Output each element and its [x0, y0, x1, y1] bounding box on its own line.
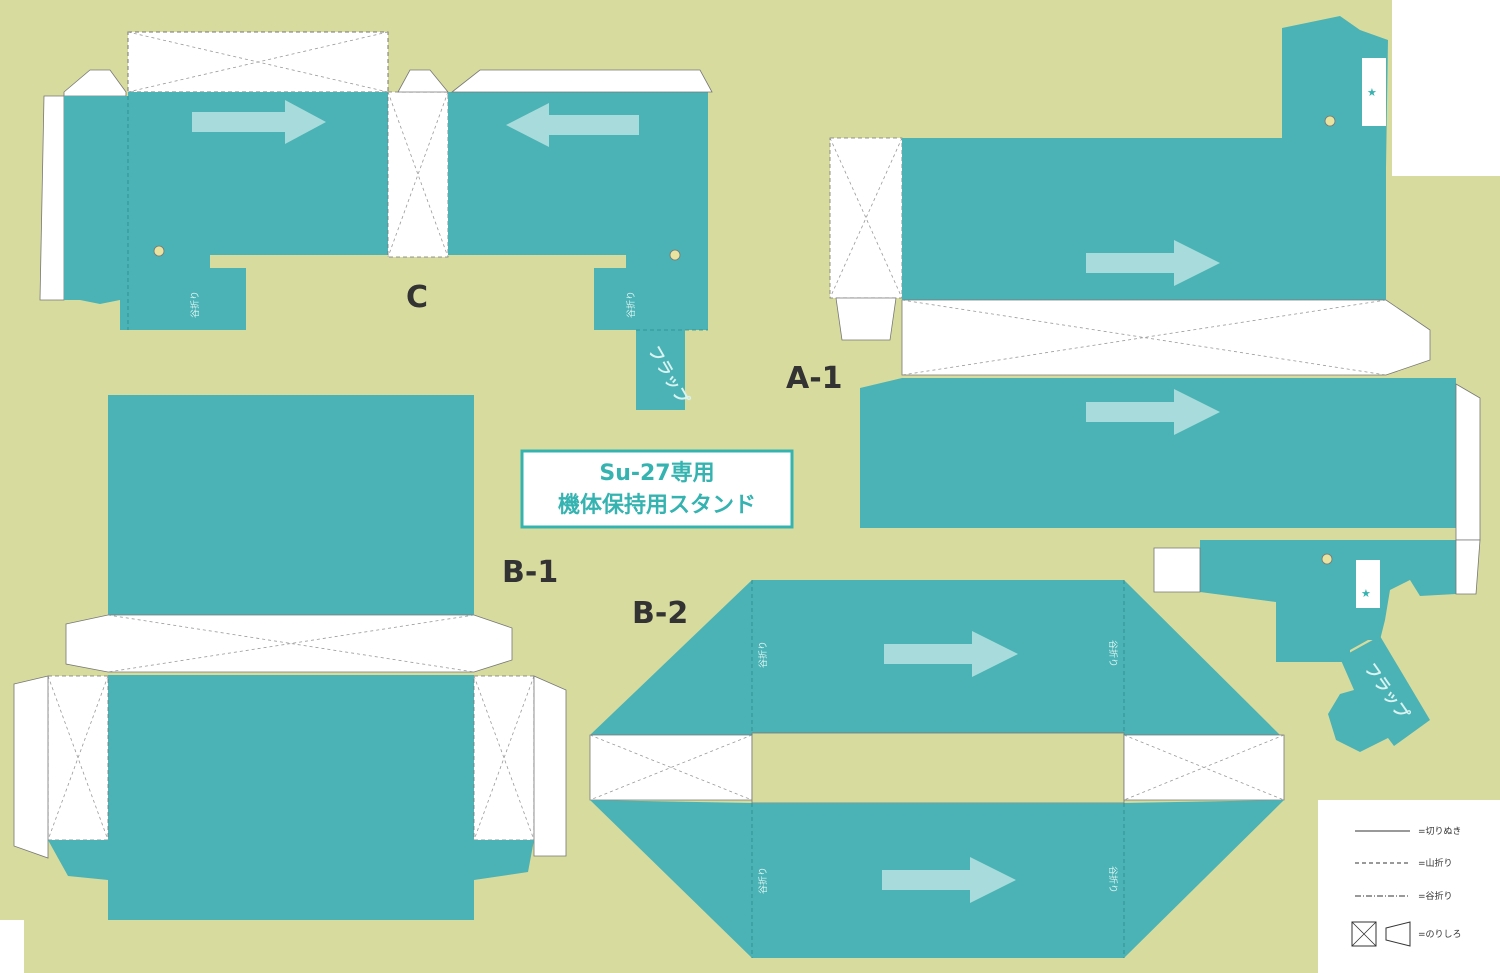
- legend-valley-fold: =谷折り: [1418, 890, 1453, 902]
- legend-glue-area: =のりしろ: [1418, 929, 1462, 940]
- white-margin: [1392, 0, 1500, 176]
- white-strip: [1356, 560, 1380, 608]
- panel: [64, 96, 128, 330]
- arrow-icon: [192, 100, 326, 144]
- piece-label-b1: B-1: [502, 555, 558, 590]
- piece-c: 谷折り 谷折り フラップ C: [39, 31, 713, 410]
- piece-label-b2: B-2: [632, 596, 688, 631]
- title-line-2: 機体保持用スタンド: [558, 493, 756, 518]
- hole-icon: [1324, 115, 1336, 127]
- piece-label-a1: A-1: [786, 361, 843, 396]
- hole-icon: [669, 249, 681, 261]
- fold-label: 谷折り: [757, 641, 769, 668]
- legend-box: [1318, 800, 1500, 973]
- arrow-icon: [882, 857, 1016, 903]
- fold-label: 谷折り: [757, 867, 769, 894]
- panel: [108, 675, 474, 920]
- hole-icon: [153, 245, 165, 257]
- arrow-icon: [1086, 389, 1220, 435]
- piece-b1: B-1: [13, 395, 567, 920]
- title-line-1: Su-27専用: [599, 461, 714, 486]
- star-icon: ★: [1361, 587, 1371, 600]
- glue-tab: [901, 299, 1431, 376]
- glue-area-icon: [1351, 921, 1411, 947]
- legend-mountain-fold: =山折り: [1418, 857, 1453, 869]
- arrow-icon: [1086, 240, 1220, 286]
- panel: [902, 16, 1388, 300]
- panel: [1200, 540, 1456, 662]
- flap: [1328, 636, 1430, 752]
- panel: [448, 92, 708, 410]
- panel: [860, 378, 1456, 528]
- legend: =切りぬき =山折り =谷折り =のりしろ: [1318, 800, 1500, 973]
- legend-cut: =切りぬき: [1418, 826, 1461, 837]
- title-box: Su-27専用 機体保持用スタンド: [520, 449, 794, 529]
- piece-b2: 谷折り 谷折り 谷折り 谷折り B-2: [589, 580, 1285, 958]
- fold-label: 谷折り: [189, 291, 201, 318]
- fold-label: 谷折り: [625, 291, 637, 318]
- fold-label: 谷折り: [1107, 640, 1119, 667]
- hole-icon: [1321, 553, 1333, 565]
- star-icon: ★: [1367, 86, 1377, 99]
- piece-a1: ★ ★ フラップ A-1: [786, 16, 1481, 752]
- corner-mark: [0, 920, 24, 973]
- white-strip: [1362, 58, 1386, 126]
- arrow-icon: [884, 631, 1018, 677]
- piece-label-c: C: [406, 280, 428, 315]
- arrow-icon: [506, 103, 639, 147]
- fold-label: 谷折り: [1107, 866, 1119, 893]
- panel: [108, 395, 474, 615]
- panel: [128, 92, 388, 330]
